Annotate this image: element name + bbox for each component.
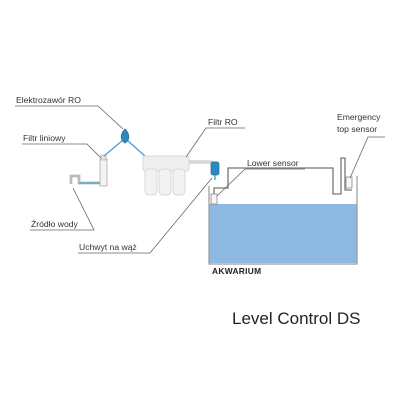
leader-filtr-liniowy bbox=[22, 143, 102, 159]
label-zrodlo-wody: Źródło wody bbox=[31, 219, 79, 229]
label-filtr-liniowy: Filtr liniowy bbox=[23, 133, 66, 143]
leader-zrodlo-wody bbox=[30, 187, 95, 231]
leader-filtr-ro bbox=[185, 127, 245, 158]
ro-filter-icon bbox=[142, 155, 190, 196]
valve-in-tube bbox=[103, 139, 124, 157]
lower-sensor-icon bbox=[210, 193, 218, 205]
sensor-pipe-loop bbox=[213, 157, 352, 196]
leader-lower-sensor bbox=[216, 168, 305, 197]
label-akwarium: AKWARIUM bbox=[212, 266, 261, 276]
hose-holder-icon bbox=[210, 161, 220, 176]
aquarium-water bbox=[209, 204, 357, 263]
aquarium-tank-outline bbox=[208, 176, 358, 265]
inline-filter bbox=[99, 158, 108, 187]
emergency-top-sensor-icon bbox=[345, 176, 353, 189]
label-lower-sensor: Lower sensor bbox=[247, 158, 299, 168]
label-filtr-ro: Filtr RO bbox=[208, 117, 238, 127]
label-emergency-line2: top sensor bbox=[337, 124, 377, 134]
solenoid-valve-icon bbox=[120, 128, 130, 144]
leader-elektrozawor bbox=[15, 105, 124, 130]
label-elektrozawor: Elektrozawór RO bbox=[16, 95, 81, 105]
leader-uchwyt bbox=[78, 177, 213, 254]
label-emergency-line1: Emergency bbox=[337, 112, 381, 122]
label-uchwyt: Uchwyt na wąż bbox=[79, 242, 137, 252]
leader-emergency bbox=[349, 136, 385, 179]
leader-lines bbox=[15, 105, 385, 254]
page-title: Level Control DS bbox=[232, 309, 361, 328]
valve-out-tube bbox=[126, 139, 147, 158]
